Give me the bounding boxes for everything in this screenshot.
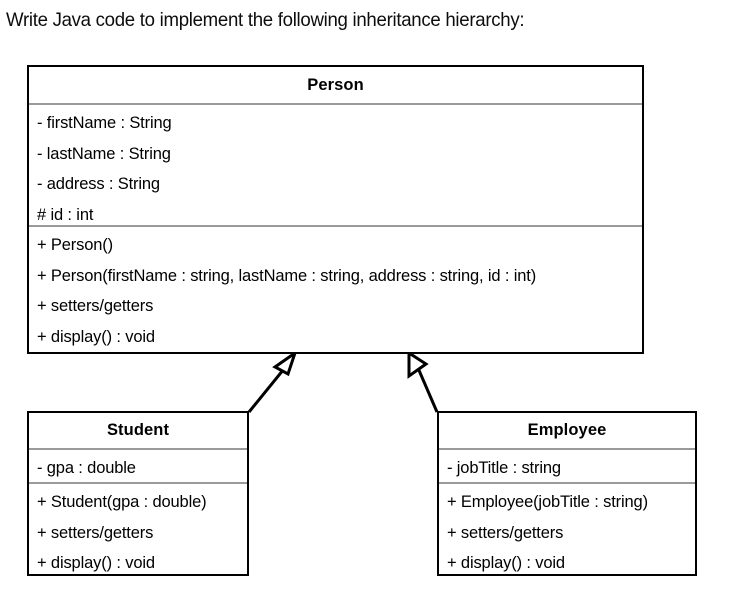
operation-row: + display() : void xyxy=(37,327,155,346)
operation-row: + display() : void xyxy=(447,554,565,572)
generalization-line-student xyxy=(247,363,290,413)
hollow-triangle-arrowhead-employee xyxy=(407,350,429,379)
operation-row: + Student(gpa : double) xyxy=(37,493,207,511)
class-name-person: Person xyxy=(29,67,642,105)
attributes-compartment-employee: - jobTitle : string xyxy=(439,450,695,484)
attribute-row: - address : String xyxy=(37,175,160,193)
attribute-row: - gpa : double xyxy=(37,459,136,477)
class-name-employee: Employee xyxy=(439,413,695,450)
uml-class-employee[interactable]: Employee - jobTitle : string + Employee(… xyxy=(437,411,697,576)
generalization-student-to-person xyxy=(247,349,298,413)
operation-row: + setters/getters xyxy=(37,297,154,315)
operations-compartment-employee: + Employee(jobTitle : string) + setters/… xyxy=(439,484,695,574)
attribute-row: - lastName : String xyxy=(37,144,171,163)
operations-compartment-student: + Student(gpa : double) + setters/getter… xyxy=(29,484,247,574)
operations-compartment-person: + Person() + Person(firstName : string, … xyxy=(29,227,642,352)
attributes-compartment-student: - gpa : double xyxy=(29,450,247,484)
attribute-row: # id : int xyxy=(37,205,94,224)
prompt-heading: Write Java code to implement the followi… xyxy=(6,9,525,31)
operation-row: + display() : void xyxy=(37,554,155,572)
attribute-row: - jobTitle : string xyxy=(447,459,561,477)
attributes-compartment-person: - firstName : String - lastName : String… xyxy=(29,105,642,227)
generalization-employee-to-person xyxy=(407,350,439,413)
attribute-row: - firstName : String xyxy=(37,114,172,132)
generalization-line-employee xyxy=(416,367,439,413)
operation-row: + Person(firstName : string, lastName : … xyxy=(37,266,537,285)
operation-row: + setters/getters xyxy=(37,523,154,542)
class-name-student: Student xyxy=(29,413,247,450)
operation-row: + Employee(jobTitle : string) xyxy=(447,493,648,511)
uml-class-person[interactable]: Person - firstName : String - lastName :… xyxy=(27,65,644,354)
operation-row: + setters/getters xyxy=(447,523,564,542)
uml-class-student[interactable]: Student - gpa : double + Student(gpa : d… xyxy=(27,411,249,576)
hollow-triangle-arrowhead-student xyxy=(272,349,298,377)
operation-row: + Person() xyxy=(37,236,113,254)
